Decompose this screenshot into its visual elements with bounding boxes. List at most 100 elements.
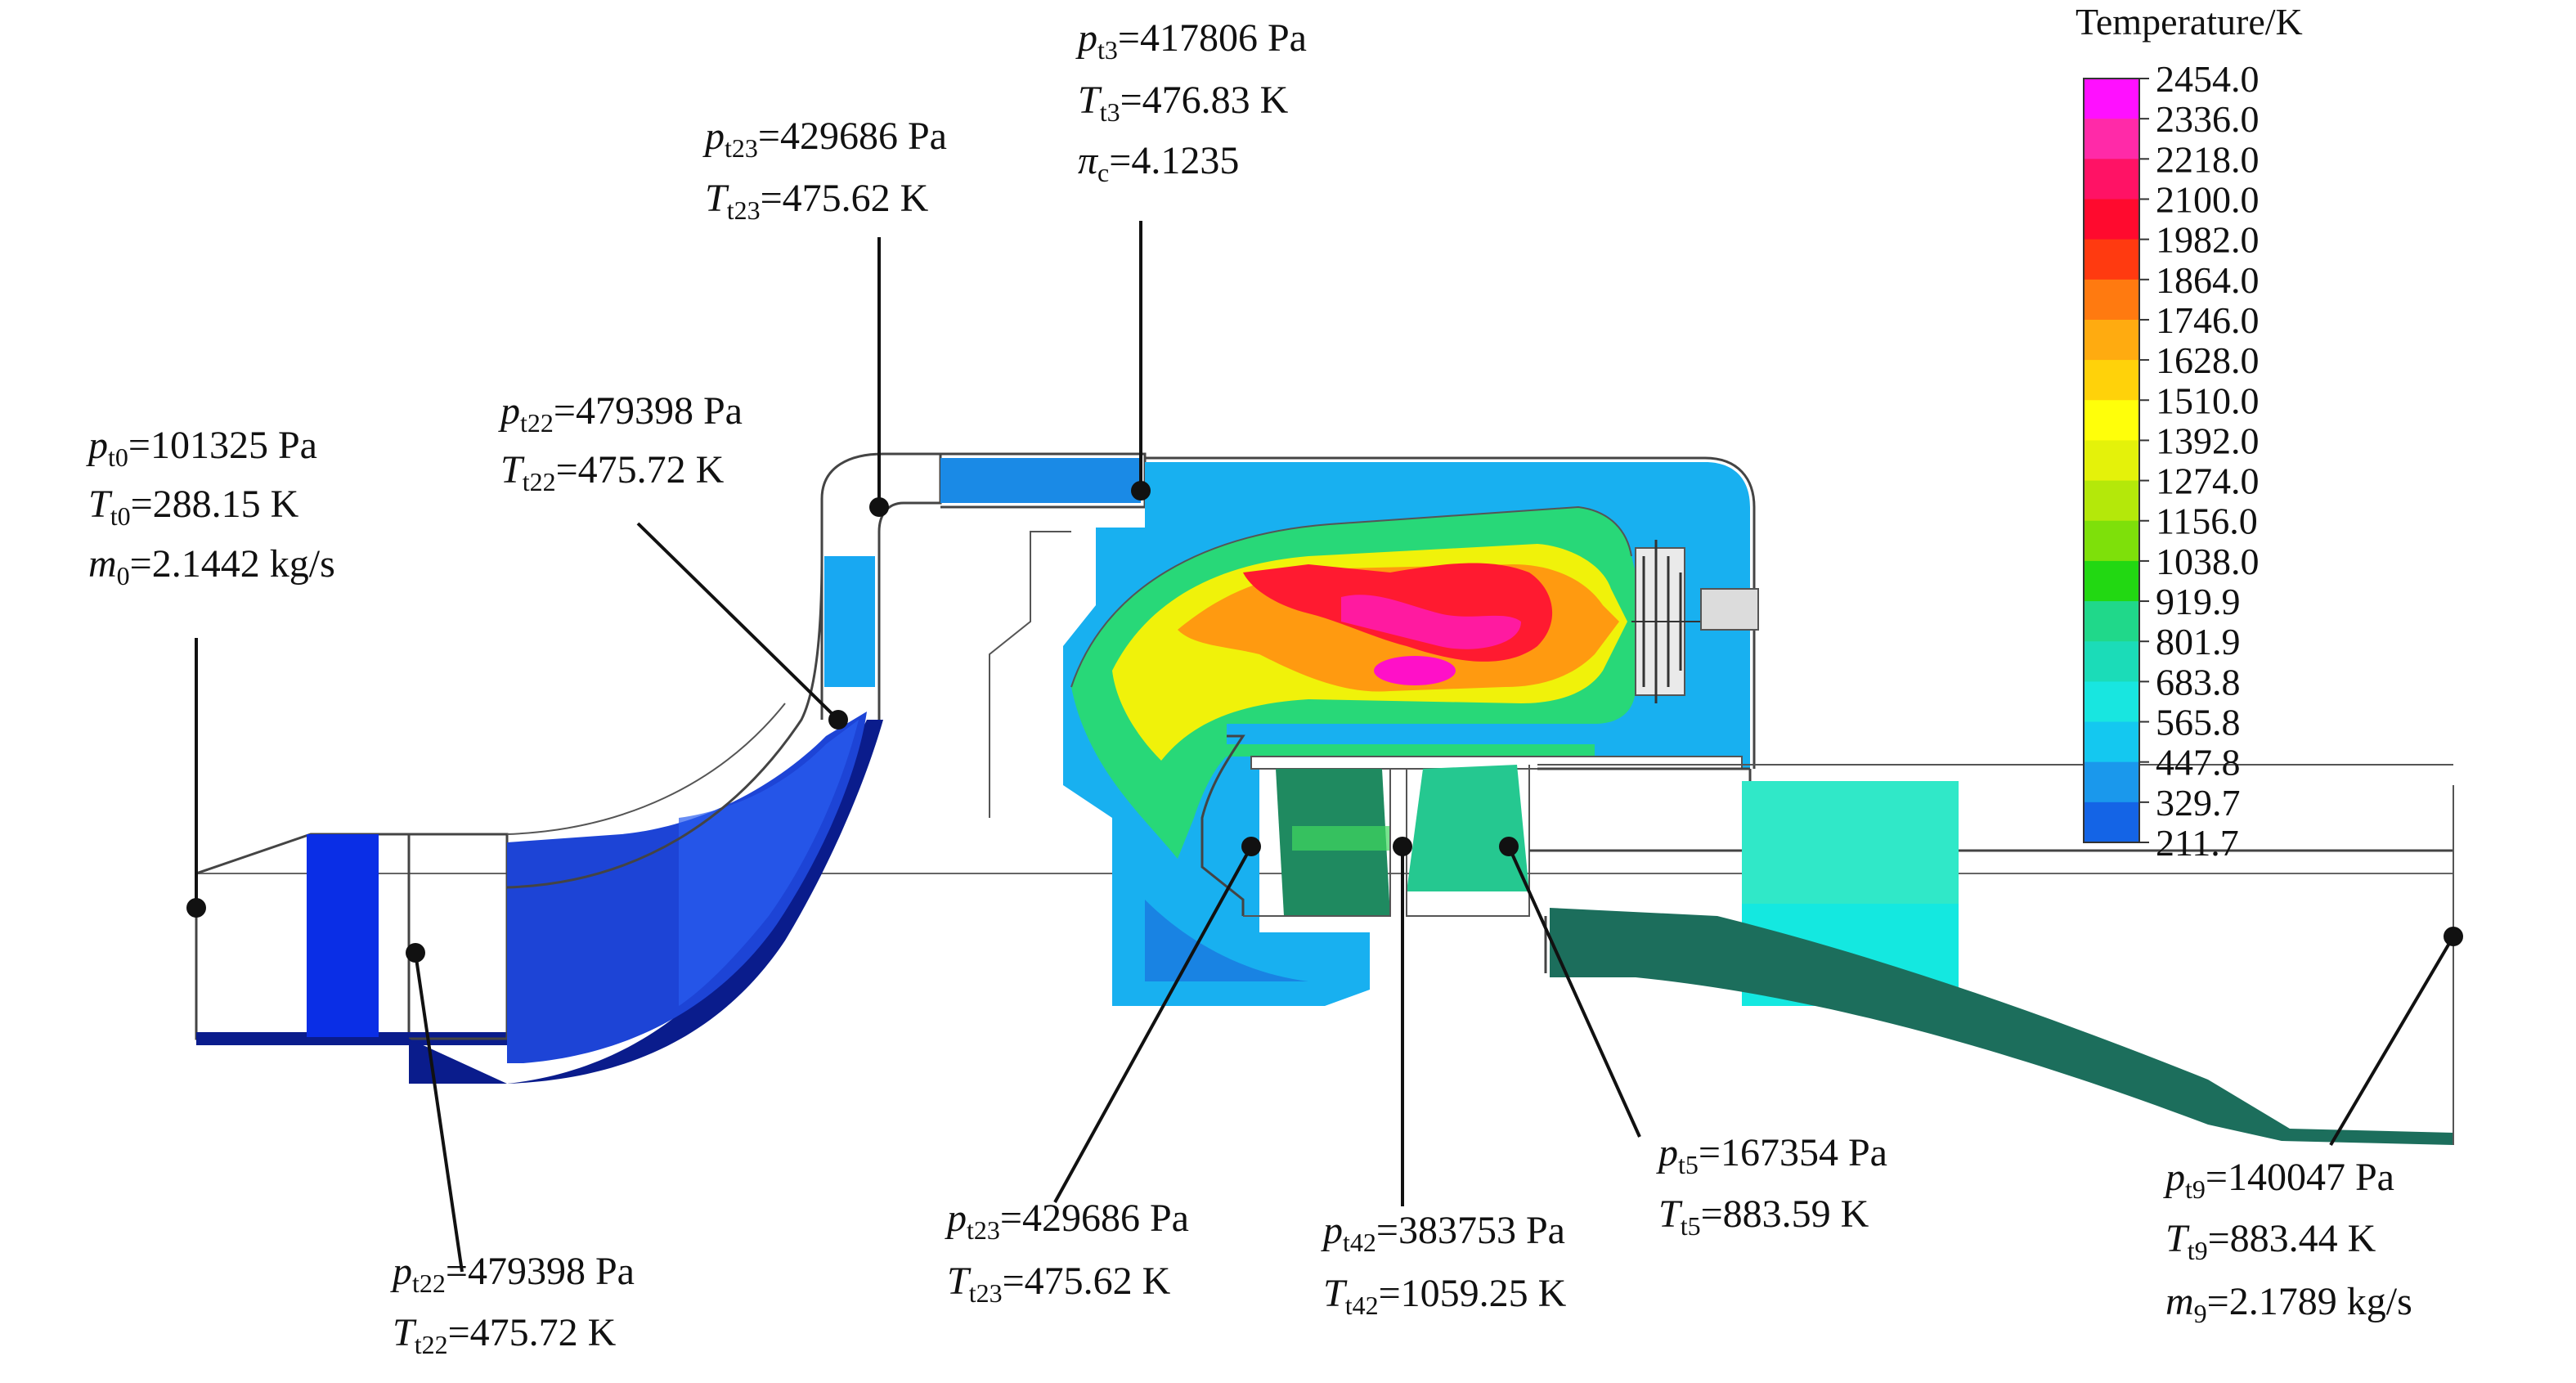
svg-text:pt23=429686 Pa: pt23=429686 Pa — [702, 115, 947, 163]
legend-swatch — [2084, 480, 2139, 522]
exhaust-strut-upper — [1742, 781, 1959, 904]
diffuser-vane — [824, 556, 875, 687]
svg-text:pt22=479398 Pa: pt22=479398 Pa — [498, 389, 743, 438]
station-5-marker — [1499, 837, 1519, 856]
annotation-station-3: pt3=417806 Pa Tt3=476.83 K πc=4.1235 — [1075, 16, 1307, 187]
turbine-rotor — [1407, 765, 1529, 891]
svg-text:pt9=140047 Pa: pt9=140047 Pa — [2163, 1156, 2394, 1204]
svg-text:m0=2.1442 kg/s: m0=2.1442 kg/s — [88, 542, 335, 590]
legend-swatch — [2084, 119, 2139, 160]
station-3-marker — [1131, 481, 1151, 501]
annotation-station-23-upper: pt23=429686 Pa Tt23=475.62 K — [702, 115, 947, 225]
legend-colorbar — [2084, 79, 2139, 843]
svg-text:pt42=383753 Pa: pt42=383753 Pa — [1321, 1209, 1565, 1257]
annotation-station-22-upper: pt22=479398 Pa Tt22=475.72 K — [498, 389, 743, 496]
temperature-legend: Temperature/K 2454.02336.02218.02100.019… — [2076, 1, 2303, 864]
hot-spot — [1374, 656, 1456, 685]
station-9-marker — [2444, 927, 2463, 946]
annotation-station-22-lower: pt22=479398 Pa Tt22=475.72 K — [390, 1250, 635, 1359]
legend-colorbar-frame — [2083, 78, 2140, 843]
legend-swatch — [2084, 79, 2139, 120]
station-42-marker — [1393, 837, 1412, 856]
legend-swatch — [2084, 560, 2139, 603]
legend-swatch — [2084, 319, 2139, 361]
legend-swatch — [2084, 641, 2139, 683]
radial-diffuser-duct — [820, 452, 942, 720]
legend-tick-label: 211.7 — [2156, 822, 2239, 864]
annotation-station-0: pt0=101325 Pa Tt0=288.15 K m0=2.1442 kg/… — [86, 424, 335, 590]
svg-text:m9=2.1789 kg/s: m9=2.1789 kg/s — [2165, 1280, 2412, 1328]
impeller-blade-shade — [679, 720, 859, 1006]
legend-title: Temperature/K — [2076, 1, 2303, 43]
legend-tick-label: 2218.0 — [2156, 138, 2260, 180]
legend-tick-label: 683.8 — [2156, 661, 2241, 703]
svg-text:Tt3=476.83 K: Tt3=476.83 K — [1078, 79, 1289, 127]
impeller-shroud-inner — [506, 703, 786, 835]
impeller-shroud — [506, 555, 824, 889]
crossover-duct — [940, 458, 1141, 503]
svg-text:pt23=429686 Pa: pt23=429686 Pa — [945, 1197, 1189, 1245]
legend-swatch — [2084, 802, 2139, 843]
svg-text:Tt22=475.72 K: Tt22=475.72 K — [393, 1311, 617, 1359]
station-22a-marker — [406, 943, 425, 963]
annotation-station-9: pt9=140047 Pa Tt9=883.44 K m9=2.1789 kg/… — [2163, 1156, 2412, 1328]
annotation-station-5: pt5=167354 Pa Tt5=883.59 K — [1656, 1131, 1887, 1241]
legend-tick-label: 1864.0 — [2156, 259, 2260, 301]
annotation-leaders — [186, 221, 2463, 1273]
svg-text:Tt9=883.44 K: Tt9=883.44 K — [2165, 1217, 2376, 1265]
station-23b-marker — [1241, 837, 1261, 856]
svg-text:Tt42=1059.25 K: Tt42=1059.25 K — [1323, 1272, 1567, 1320]
nozzle-hub — [1550, 908, 2453, 1145]
liner-magenta — [1341, 595, 1521, 649]
legend-tick-label: 1156.0 — [2156, 501, 2258, 542]
svg-text:Tt0=288.15 K: Tt0=288.15 K — [88, 483, 299, 531]
svg-text:Tt22=475.72 K: Tt22=475.72 K — [500, 448, 725, 496]
legend-tick-label: 329.7 — [2156, 782, 2241, 824]
turbine-ngv-highlight — [1292, 826, 1390, 851]
svg-text:pt5=167354 Pa: pt5=167354 Pa — [1656, 1131, 1887, 1179]
legend-tick-label: 919.9 — [2156, 581, 2241, 622]
legend-tick-label: 447.8 — [2156, 742, 2241, 784]
legend-tick-label: 1274.0 — [2156, 460, 2260, 502]
legend-swatch — [2084, 239, 2139, 281]
legend-tick-label: 1038.0 — [2156, 541, 2260, 582]
legend-tick-label: 1746.0 — [2156, 299, 2260, 341]
legend-tick-label: 2336.0 — [2156, 98, 2260, 140]
svg-text:Tt23=475.62 K: Tt23=475.62 K — [947, 1260, 1171, 1308]
svg-text:pt0=101325 Pa: pt0=101325 Pa — [86, 424, 317, 472]
legend-tick-label: 1392.0 — [2156, 420, 2260, 461]
svg-text:pt22=479398 Pa: pt22=479398 Pa — [390, 1250, 635, 1298]
legend-tick-label: 801.9 — [2156, 621, 2241, 662]
legend-tick-label: 2100.0 — [2156, 178, 2260, 220]
legend-tick-label: 1982.0 — [2156, 219, 2260, 261]
legend-tick-label: 1510.0 — [2156, 379, 2260, 421]
annotation-station-42: pt42=383753 Pa Tt42=1059.25 K — [1321, 1209, 1567, 1320]
legend-swatch — [2084, 721, 2139, 763]
station-23a-marker — [869, 497, 889, 517]
legend-swatch — [2084, 761, 2139, 803]
svg-text:πc=4.1235: πc=4.1235 — [1078, 139, 1239, 187]
legend-swatch — [2084, 360, 2139, 402]
station-0-marker — [186, 898, 206, 918]
legend-tick-label: 2454.0 — [2156, 58, 2260, 100]
engine-section — [195, 452, 2454, 1145]
combustor-casing-outline — [1145, 456, 1756, 769]
legend-swatch — [2084, 199, 2139, 240]
legend-tick-labels: 2454.02336.02218.02100.01982.01864.01746… — [2139, 58, 2260, 864]
legend-swatch — [2084, 279, 2139, 321]
inlet-guide-vane — [307, 834, 379, 1037]
exhaust-duct-outline — [1529, 767, 2453, 973]
legend-swatch — [2084, 681, 2139, 723]
svg-text:Tt23=475.62 K: Tt23=475.62 K — [705, 177, 929, 225]
casing-inner-line — [989, 531, 1071, 818]
transition-duct-outline — [1200, 734, 1245, 916]
legend-swatch — [2084, 159, 2139, 200]
liner-outline — [1070, 505, 1632, 688]
casing-lower-shade — [1145, 900, 1308, 981]
legend-swatch — [2084, 520, 2139, 562]
svg-text:Tt5=883.59 K: Tt5=883.59 K — [1658, 1192, 1869, 1241]
fuel-injector — [1631, 540, 1759, 703]
station-22b-marker — [828, 710, 848, 730]
svg-text:pt3=417806 Pa: pt3=417806 Pa — [1075, 16, 1307, 65]
